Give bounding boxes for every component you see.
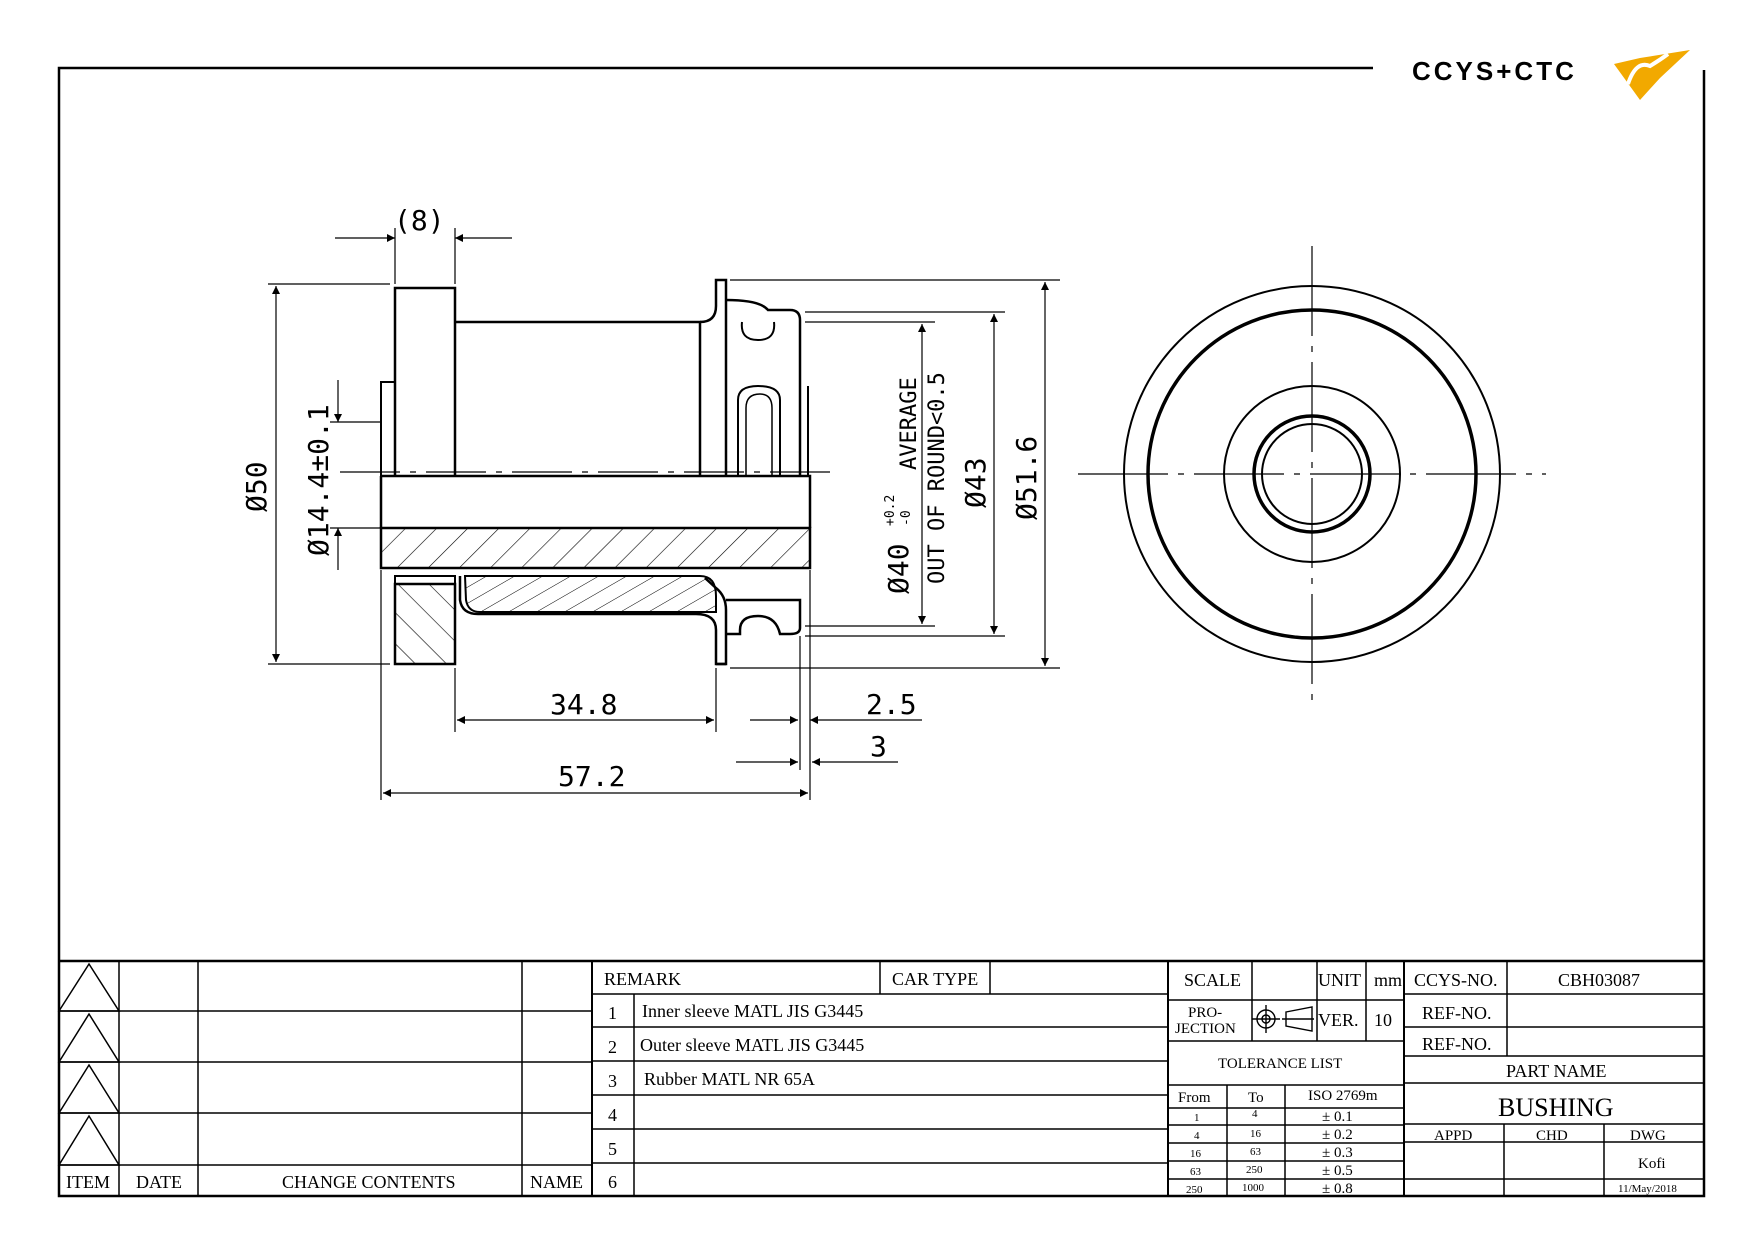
remark-no-1: 1	[608, 1003, 617, 1023]
dwg-label: DWG	[1630, 1128, 1666, 1144]
tol-header-from: From	[1178, 1090, 1211, 1106]
remark-no-2: 2	[608, 1037, 617, 1057]
tol-row-2-to: 16	[1250, 1128, 1262, 1140]
dim-2-5: 2.5	[866, 688, 917, 721]
dim-50: Ø50	[240, 461, 273, 512]
tol-row-3-tol: ± 0.3	[1322, 1145, 1353, 1161]
title-block-info: SCALE UNIT mm PRO- JECTION VER. 10	[1175, 970, 1402, 1037]
dwg-date: 11/May/2018	[1618, 1183, 1677, 1195]
remark-label: REMARK	[604, 969, 681, 989]
unit-label: UNIT	[1318, 970, 1361, 990]
tol-row-4-tol: ± 0.5	[1322, 1163, 1353, 1179]
tol-row-4-from: 63	[1190, 1166, 1202, 1178]
dim-34-8: 34.8	[550, 688, 617, 721]
dwg-name: Kofi	[1638, 1156, 1666, 1172]
ref-no-label-2: REF-NO.	[1422, 1034, 1492, 1054]
logo-swoosh-icon	[1626, 52, 1670, 85]
part-name-value: BUSHING	[1498, 1093, 1614, 1122]
dim-14-4: Ø14.4±0.1	[302, 404, 335, 556]
dim-8: (8)	[394, 204, 445, 237]
car-type-label: CAR TYPE	[892, 969, 978, 989]
projection-symbol-icon	[1252, 1005, 1314, 1033]
tol-row-1-from: 1	[1194, 1112, 1200, 1124]
projection-label-2: JECTION	[1175, 1021, 1236, 1037]
tol-row-2-tol: ± 0.2	[1322, 1127, 1353, 1143]
side-section-view	[340, 278, 830, 666]
remark-no-3: 3	[608, 1071, 617, 1091]
company-logo: CCYS+CTC	[1412, 50, 1690, 100]
inner-sleeve-section	[379, 526, 812, 570]
bore-circle	[1261, 423, 1363, 525]
dim-40-tol-lower: -0	[899, 510, 914, 526]
dim-40-tol-upper: +0.2	[883, 495, 898, 526]
dimension-labels: (8) Ø50 Ø14.4±0.1 Ø40 +0.2 -0 AVERAGE OU…	[240, 204, 1043, 793]
remark-no-6: 6	[608, 1172, 617, 1192]
tol-row-1-tol: ± 0.1	[1322, 1109, 1353, 1125]
logo-mark-icon	[1614, 50, 1690, 100]
rev-header-contents: CHANGE CONTENTS	[282, 1172, 456, 1192]
dim-40-note-round: OUT OF ROUND<0.5	[925, 372, 950, 584]
dim-43: Ø43	[959, 457, 992, 508]
tolerance-title: TOLERANCE LIST	[1218, 1056, 1342, 1072]
title-block-right: CCYS-NO. CBH03087 REF-NO. REF-NO. PART N…	[1414, 970, 1677, 1195]
dim-40: Ø40	[882, 543, 915, 594]
tolerance-table: TOLERANCE LIST From To ISO 2769m 1 4 ± 0…	[1178, 1056, 1378, 1197]
logo-text: CCYS+CTC	[1412, 56, 1577, 86]
rev-header-name: NAME	[530, 1172, 583, 1192]
ver-label: VER.	[1318, 1010, 1359, 1030]
ccys-no-value: CBH03087	[1558, 970, 1640, 990]
dimension-lines	[268, 228, 1060, 800]
rubber-circle	[1223, 385, 1401, 563]
revision-table: ITEM DATE CHANGE CONTENTS NAME	[66, 1172, 583, 1192]
dim-40-note-average: AVERAGE	[897, 377, 922, 470]
dim-51-6: Ø51.6	[1010, 436, 1043, 520]
remark-text-2: Outer sleeve MATL JIS G3445	[640, 1035, 864, 1055]
tol-row-2-from: 4	[1194, 1130, 1200, 1142]
tol-header-to: To	[1248, 1090, 1264, 1106]
part-name-label: PART NAME	[1506, 1061, 1606, 1081]
sheet-border	[57, 66, 1706, 1198]
remark-no-4: 4	[608, 1105, 617, 1125]
remark-text-3: Rubber MATL NR 65A	[644, 1069, 815, 1089]
remark-text-1: Inner sleeve MATL JIS G3445	[642, 1001, 863, 1021]
front-view	[1078, 246, 1546, 700]
tol-row-5-from: 250	[1186, 1184, 1203, 1196]
rubber-section	[463, 575, 717, 613]
dim-3: 3	[870, 730, 887, 763]
tol-row-5-to: 1000	[1242, 1182, 1265, 1194]
outer-circle	[1123, 285, 1501, 663]
unit-value: mm	[1374, 970, 1402, 990]
inner-sleeve-circle	[1252, 414, 1372, 534]
sleeve-outer-circle	[1146, 308, 1478, 640]
appd-label: APPD	[1434, 1128, 1473, 1144]
ccys-no-label: CCYS-NO.	[1414, 970, 1498, 990]
tol-row-3-to: 63	[1250, 1146, 1262, 1158]
tol-row-4-to: 250	[1246, 1164, 1263, 1176]
tol-header-std: ISO 2769m	[1308, 1088, 1378, 1104]
projection-label-1: PRO-	[1188, 1005, 1222, 1021]
rev-header-item: ITEM	[66, 1172, 110, 1192]
scale-label: SCALE	[1184, 970, 1241, 990]
title-block-grid	[57, 959, 1704, 1196]
ver-value: 10	[1374, 1010, 1392, 1030]
ref-no-label-1: REF-NO.	[1422, 1003, 1492, 1023]
remark-no-5: 5	[608, 1139, 617, 1159]
chd-label: CHD	[1536, 1128, 1568, 1144]
rev-header-date: DATE	[136, 1172, 182, 1192]
dim-57-2: 57.2	[558, 760, 625, 793]
remarks-table: REMARK CAR TYPE 1 Inner sleeve MATL JIS …	[604, 969, 978, 1192]
tol-row-5-tol: ± 0.8	[1322, 1181, 1353, 1197]
tol-row-1-to: 4	[1252, 1108, 1258, 1120]
tol-row-3-from: 16	[1190, 1148, 1202, 1160]
outer-sleeve-flange-section	[393, 582, 457, 666]
